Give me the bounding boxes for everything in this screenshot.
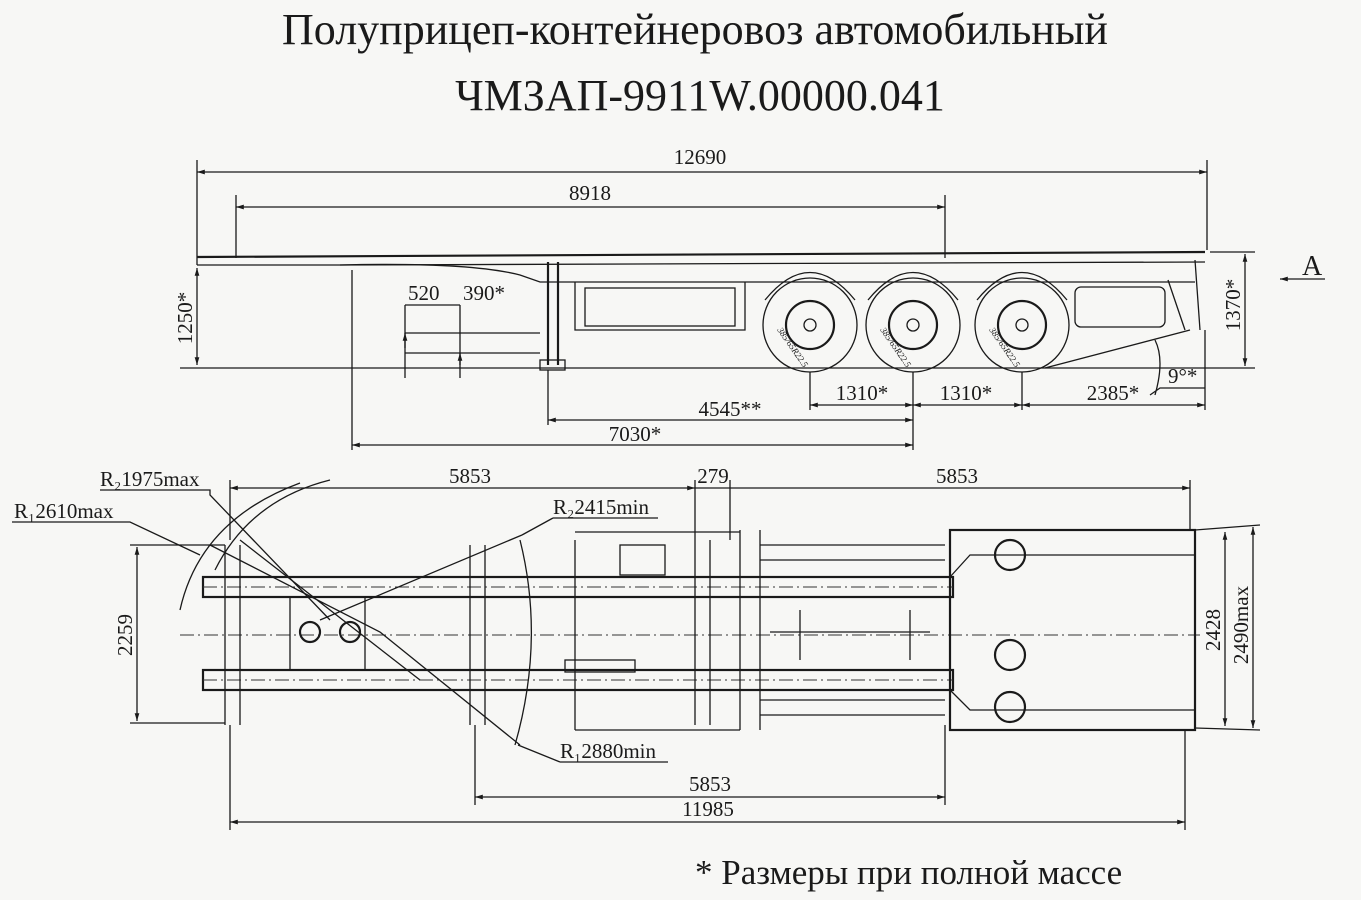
view-a-label: A xyxy=(1302,251,1323,282)
top-view: 5853 279 5853 2259 2428 2490max R₂1975ma… xyxy=(12,464,1261,830)
dim-1250: 1250* xyxy=(173,292,197,345)
wheel-1: 385/65R22.5 xyxy=(762,271,858,373)
dim-5853-bottom: 5853 xyxy=(689,772,731,796)
dim-5853-top-left: 5853 xyxy=(449,464,491,488)
dim-1310-a: 1310* xyxy=(836,381,889,405)
radius-r1-max: R₁2610max xyxy=(14,499,114,523)
title-line-2: ЧМЗАП-9911W.00000.041 xyxy=(455,71,945,120)
title-line-1: Полуприцеп-контейнеровоз автомобильный xyxy=(282,5,1108,54)
dim-390: 390* xyxy=(463,281,505,305)
dim-4545: 4545** xyxy=(699,397,762,421)
dim-2428: 2428 xyxy=(1201,609,1225,651)
dim-12690: 12690 xyxy=(674,145,727,169)
dim-9-deg: 9°* xyxy=(1168,364,1197,388)
tire-marking-1: 385/65R22.5 xyxy=(775,325,811,370)
tire-marking-3: 385/65R22.5 xyxy=(987,325,1023,370)
dim-1310-b: 1310* xyxy=(940,381,993,405)
dim-7030: 7030* xyxy=(609,422,662,446)
wheel-3: 385/65R22.5 xyxy=(974,271,1070,373)
radius-r1-min: R₁2880min xyxy=(560,739,656,763)
side-view: 385/65R22.5 385/65R22.5 385/65R22.5 1269… xyxy=(173,145,1325,450)
dim-520: 520 xyxy=(408,281,440,305)
radius-r2-min: R₂2415min xyxy=(553,495,649,519)
tire-marking-2: 385/65R22.5 xyxy=(878,325,914,370)
dim-1370: 1370* xyxy=(1221,279,1245,332)
dim-5853-top-right: 5853 xyxy=(936,464,978,488)
dim-2490-max: 2490max xyxy=(1229,585,1253,664)
dim-8918: 8918 xyxy=(569,181,611,205)
dim-279: 279 xyxy=(697,464,729,488)
dim-11985: 11985 xyxy=(682,797,734,821)
wheel-2: 385/65R22.5 xyxy=(865,271,961,373)
dim-2259: 2259 xyxy=(113,614,137,656)
radius-r2-max: R₂1975max xyxy=(100,467,200,491)
dim-2385: 2385* xyxy=(1087,381,1140,405)
footnote: * Размеры при полной массе xyxy=(695,853,1122,892)
